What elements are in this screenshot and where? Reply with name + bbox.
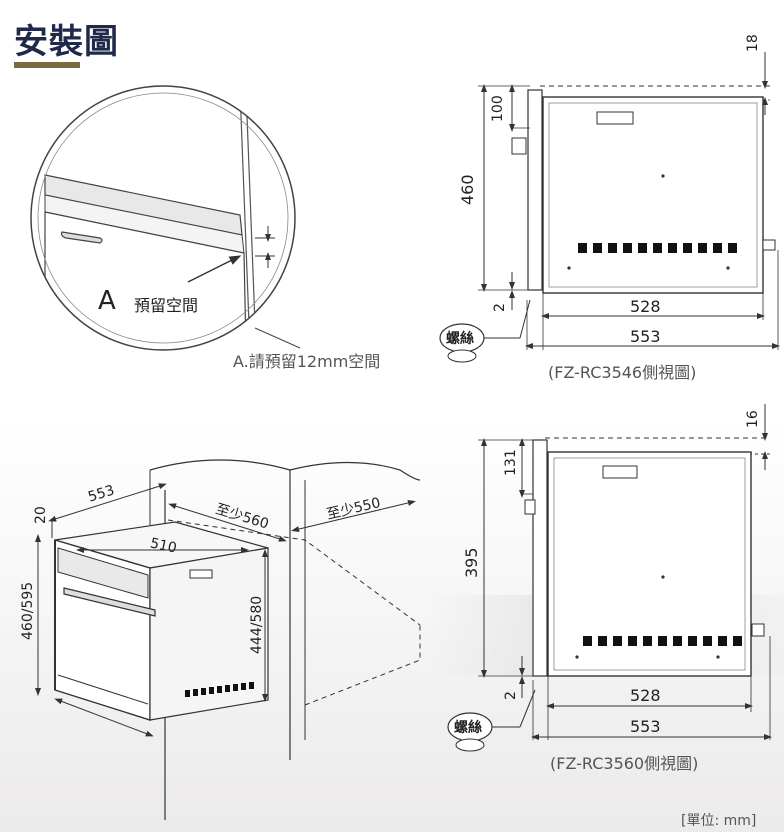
sv1-dim-inner: 528 bbox=[630, 297, 661, 316]
sv2-dim-height: 395 bbox=[462, 547, 481, 578]
unit-note: [單位: mm] bbox=[681, 813, 757, 829]
sv1-dim-top: 18 bbox=[745, 34, 761, 52]
detail-letter: A bbox=[98, 286, 116, 316]
detail-circle-outline bbox=[30, 85, 296, 351]
page-title: 安裝圖 bbox=[14, 22, 119, 62]
sv2-dim-total: 553 bbox=[630, 717, 661, 736]
side-view-2 bbox=[447, 404, 772, 752]
sv1-dim-total: 553 bbox=[630, 327, 661, 346]
iso-view bbox=[35, 459, 421, 820]
sv2-screw-label: 螺絲 bbox=[454, 720, 482, 736]
sv2-caption: (FZ-RC3560側視圖) bbox=[550, 754, 699, 773]
sv2-dim-bottom: 2 bbox=[503, 691, 519, 700]
iso-dim-top: 20 bbox=[33, 506, 49, 524]
sv1-dim-height: 460 bbox=[458, 174, 477, 205]
title-accent-bar bbox=[14, 62, 80, 68]
iso-dim-height-outer: 460/595 bbox=[20, 581, 36, 640]
detail-label: 預留空間 bbox=[134, 296, 199, 315]
sv1-dim-upper: 100 bbox=[490, 95, 506, 122]
iso-dim-height-inner: 444/580 bbox=[249, 595, 265, 654]
sv2-dim-inner: 528 bbox=[630, 686, 661, 705]
sv1-screw-label: 螺絲 bbox=[446, 331, 474, 347]
detail-note: A.請預留12mm空間 bbox=[233, 352, 381, 371]
sv1-caption: (FZ-RC3546側視圖) bbox=[548, 363, 697, 382]
side-view-1 bbox=[439, 52, 780, 363]
sv1-dim-bottom: 2 bbox=[492, 303, 508, 312]
sv2-dim-top: 16 bbox=[745, 410, 761, 428]
sv2-dim-upper: 131 bbox=[503, 449, 519, 476]
detail-circle bbox=[31, 86, 295, 350]
